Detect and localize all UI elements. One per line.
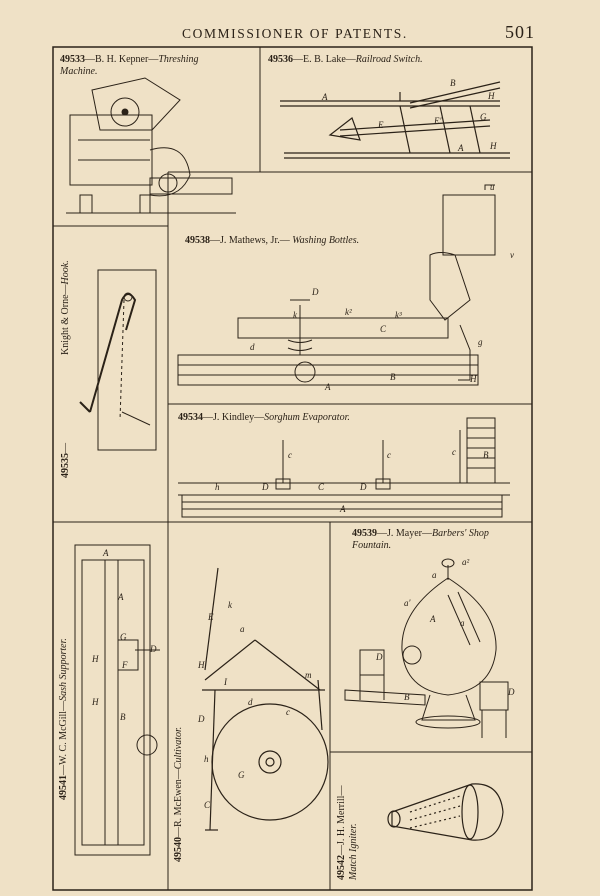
- svg-text:k²: k²: [345, 307, 352, 317]
- threshing-machine-drawing: [66, 77, 236, 214]
- svg-text:D: D: [375, 652, 383, 662]
- svg-text:H: H: [489, 141, 497, 151]
- svg-text:c: c: [288, 450, 292, 460]
- svg-text:B: B: [120, 712, 126, 722]
- svg-text:G: G: [238, 770, 245, 780]
- svg-text:I: I: [223, 677, 228, 687]
- plate-frame: [52, 46, 533, 891]
- svg-text:B: B: [483, 450, 489, 460]
- svg-text:D: D: [359, 482, 367, 492]
- svg-text:a: a: [460, 618, 465, 628]
- page-number: 501: [505, 22, 535, 42]
- caption-49542: 49542—J. H. Merrill— Match Igniter.: [336, 785, 359, 880]
- svg-text:k: k: [293, 310, 298, 320]
- svg-text:C: C: [318, 482, 325, 492]
- svg-text:k³: k³: [395, 310, 402, 320]
- svg-text:h: h: [204, 754, 209, 764]
- svg-text:m: m: [305, 670, 312, 680]
- caption-49539: 49539—J. Mayer—Barbers' Shop Fountain.: [352, 528, 489, 551]
- svg-text:B: B: [404, 692, 410, 702]
- svg-text:E: E: [377, 120, 384, 130]
- cultivator-drawing: [202, 567, 329, 831]
- svg-text:c: c: [286, 707, 290, 717]
- svg-text:a: a: [240, 624, 245, 634]
- sash-supporter-drawing: [74, 544, 160, 856]
- svg-text:G: G: [480, 112, 487, 122]
- caption-49535-name: Knight & Orne—Hook.: [60, 260, 71, 355]
- svg-text:G: G: [120, 632, 127, 642]
- svg-text:d: d: [248, 697, 253, 707]
- barbers-fountain-drawing: [344, 558, 509, 738]
- svg-text:C: C: [380, 324, 387, 334]
- svg-text:v: v: [510, 250, 514, 260]
- caption-49538: 49538—J. Mathews, Jr.— Washing Bottles.: [185, 235, 360, 246]
- svg-text:u: u: [490, 182, 495, 192]
- svg-text:d: d: [250, 342, 255, 352]
- svg-text:E: E: [207, 612, 214, 622]
- svg-text:D: D: [261, 482, 269, 492]
- svg-text:g: g: [478, 337, 483, 347]
- svg-text:H: H: [469, 374, 477, 384]
- hook-drawing: [79, 269, 157, 451]
- svg-text:D: D: [197, 714, 205, 724]
- svg-text:B: B: [390, 372, 396, 382]
- svg-text:A: A: [321, 92, 328, 102]
- svg-text:E': E': [433, 116, 442, 126]
- svg-text:D: D: [311, 287, 319, 297]
- svg-text:a': a': [404, 598, 412, 608]
- running-title: COMMISSIONER OF PATENTS.: [182, 26, 408, 41]
- svg-text:F: F: [121, 660, 128, 670]
- svg-text:H: H: [91, 697, 99, 707]
- svg-text:c: c: [387, 450, 391, 460]
- sorghum-evaporator-drawing: [178, 417, 510, 518]
- caption-49536: 49536—E. B. Lake—Railroad Switch.: [268, 54, 423, 65]
- caption-49533: 49533—B. H. Kepner—Threshing Machine.: [60, 54, 199, 77]
- svg-text:A: A: [102, 548, 109, 558]
- svg-text:D: D: [149, 644, 157, 654]
- svg-text:C: C: [204, 800, 211, 810]
- svg-text:A: A: [429, 614, 436, 624]
- svg-text:H: H: [487, 91, 495, 101]
- match-igniter-drawing: [387, 783, 504, 841]
- caption-49534: 49534—J. Kindley—Sorghum Evaporator.: [178, 412, 350, 423]
- caption-49535-number: 49535—: [60, 443, 71, 478]
- svg-text:c: c: [452, 447, 456, 457]
- svg-text:A: A: [324, 382, 331, 392]
- svg-text:A: A: [117, 592, 124, 602]
- svg-text:B: B: [450, 78, 456, 88]
- svg-text:h: h: [215, 482, 220, 492]
- svg-text:D: D: [507, 687, 515, 697]
- page-header: COMMISSIONER OF PATENTS. 501: [0, 22, 600, 48]
- svg-text:k: k: [228, 600, 233, 610]
- caption-49541: 49541—W. C. McGill—Sash Supporter.: [58, 638, 69, 800]
- washing-bottles-drawing: [177, 184, 496, 386]
- railroad-switch-drawing: [280, 81, 510, 159]
- svg-text:a: a: [432, 570, 437, 580]
- svg-text:H: H: [91, 654, 99, 664]
- svg-text:H: H: [197, 660, 205, 670]
- svg-text:A: A: [457, 143, 464, 153]
- svg-text:A: A: [339, 504, 346, 514]
- svg-text:a²: a²: [462, 557, 470, 567]
- caption-49540: 49540—R. McEwen—Cultivator.: [173, 726, 184, 862]
